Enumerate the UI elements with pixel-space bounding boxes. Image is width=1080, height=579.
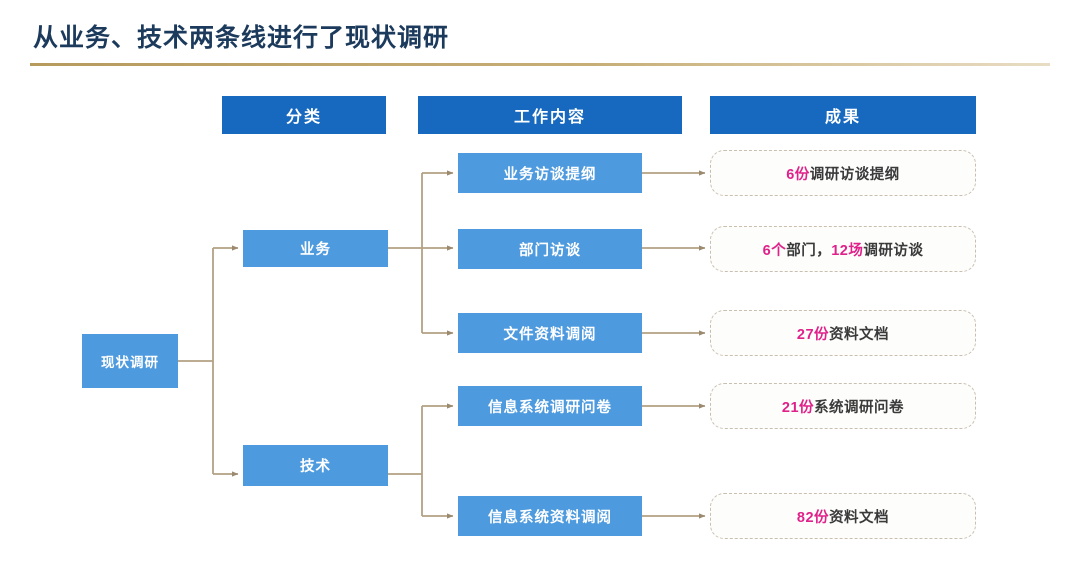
result-box-system-surveys-21[interactable]: 21份系统调研问卷 xyxy=(710,383,976,429)
result-text: 资料文档 xyxy=(829,326,890,343)
result-text: 部门， xyxy=(786,242,832,259)
result-text: 调研访谈 xyxy=(863,242,924,259)
work-item-business-interview-outline[interactable]: 业务访谈提纲 xyxy=(458,153,642,193)
result-count-highlight: 6份 xyxy=(786,166,810,183)
work-item-system-survey[interactable]: 信息系统调研问卷 xyxy=(458,386,642,426)
result-count-highlight: 82份 xyxy=(796,509,830,526)
work-item-label: 信息系统调研问卷 xyxy=(488,399,612,416)
work-item-document-review[interactable]: 文件资料调阅 xyxy=(458,313,642,353)
title-underline-rule xyxy=(30,63,1050,66)
result-text: 调研访谈提纲 xyxy=(809,166,900,183)
work-item-label: 文件资料调阅 xyxy=(503,326,597,343)
root-node-label: 现状调研 xyxy=(101,355,159,370)
category-node-technology[interactable]: 技术 xyxy=(243,445,388,486)
work-item-label: 部门访谈 xyxy=(519,242,581,259)
result-text: 系统调研问卷 xyxy=(814,399,905,416)
category-node-business[interactable]: 业务 xyxy=(243,230,388,267)
work-item-label: 信息系统资料调阅 xyxy=(488,509,612,526)
header-work-content: 工作内容 xyxy=(418,96,682,134)
header-results: 成果 xyxy=(710,96,976,134)
header-results-label: 成果 xyxy=(824,109,861,126)
result-box-documents-27[interactable]: 27份资料文档 xyxy=(710,310,976,356)
category-node-business-label: 业务 xyxy=(300,242,331,258)
category-node-technology-label: 技术 xyxy=(300,459,331,475)
header-category-label: 分类 xyxy=(285,109,322,126)
work-item-system-document-review[interactable]: 信息系统资料调阅 xyxy=(458,496,642,536)
result-count-highlight: 27份 xyxy=(796,326,830,343)
result-count-highlight: 12场 xyxy=(831,242,864,259)
work-item-label: 业务访谈提纲 xyxy=(503,166,597,183)
header-work-content-label: 工作内容 xyxy=(513,109,586,126)
result-text: 资料文档 xyxy=(829,509,890,526)
header-category: 分类 xyxy=(222,96,386,134)
result-box-documents-82[interactable]: 82份资料文档 xyxy=(710,493,976,539)
result-count-highlight: 21份 xyxy=(781,399,815,416)
result-count-highlight: 6个 xyxy=(762,242,787,259)
work-item-department-interview[interactable]: 部门访谈 xyxy=(458,229,642,269)
root-node-current-state-research[interactable]: 现状调研 xyxy=(82,334,178,388)
result-box-department-interviews[interactable]: 6个部门，12场调研访谈 xyxy=(710,226,976,272)
page-title: 从业务、技术两条线进行了现状调研 xyxy=(33,24,450,52)
result-box-interview-outlines[interactable]: 6份调研访谈提纲 xyxy=(710,150,976,196)
